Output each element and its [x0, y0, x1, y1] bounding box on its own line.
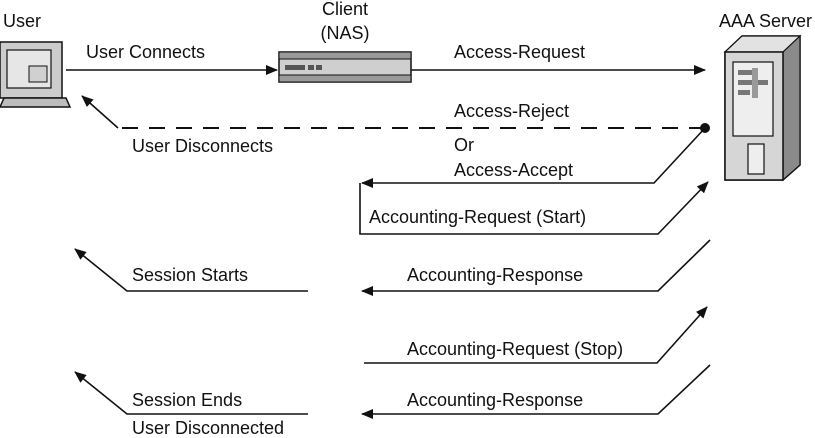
- session-starts-arrow: [74, 248, 308, 292]
- accounting-request-stop-arrow: [364, 306, 708, 364]
- access-reject-label: Access-Reject: [454, 101, 569, 121]
- user-disconnects-arrow: [81, 95, 119, 129]
- client-label-line1: Client: [322, 0, 368, 19]
- aaa-server-icon: [723, 34, 802, 182]
- user-disconnected-label: User Disconnected: [132, 418, 284, 438]
- session-ends-label: Session Ends: [132, 390, 242, 410]
- accounting-response-1-arrow: [361, 239, 711, 296]
- accounting-request-start-arrow: [359, 181, 709, 235]
- user-computer-icon: [0, 41, 72, 108]
- session-ends-arrow: [74, 371, 308, 415]
- accounting-response-2-arrow: [361, 364, 711, 419]
- accounting-response-2-label: Accounting-Response: [407, 390, 583, 410]
- accounting-request-start-label: Accounting-Request (Start): [369, 207, 586, 227]
- access-request-label: Access-Request: [454, 42, 585, 62]
- access-accept-arrow: [361, 127, 706, 188]
- server-label: AAA Server: [719, 11, 812, 31]
- nas-router-icon: [278, 51, 412, 83]
- accounting-response-1-label: Accounting-Response: [407, 265, 583, 285]
- session-starts-label: Session Starts: [132, 265, 248, 285]
- or-label: Or: [454, 135, 474, 155]
- accounting-request-stop-label: Accounting-Request (Stop): [407, 339, 623, 359]
- access-accept-label: Access-Accept: [454, 160, 573, 180]
- user-connects-label: User Connects: [86, 42, 205, 62]
- user-disconnects-label: User Disconnects: [132, 136, 273, 156]
- client-label-line2: (NAS): [321, 23, 370, 43]
- user-label: User: [3, 11, 41, 31]
